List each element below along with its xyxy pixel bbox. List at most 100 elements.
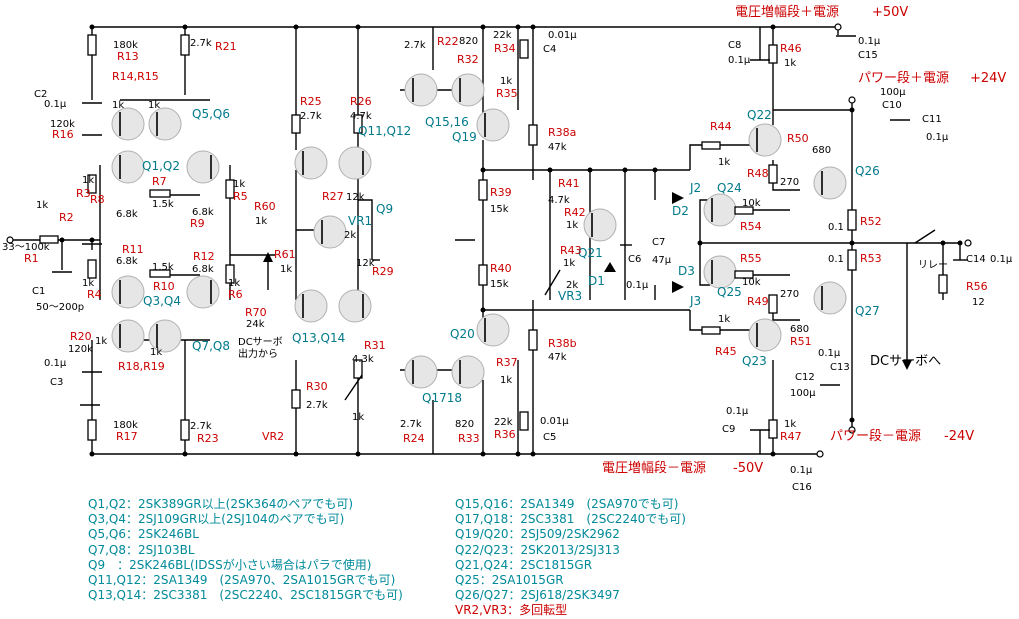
label-r42: R42 (564, 206, 586, 219)
q17-transistor-symbol (404, 355, 438, 389)
label-r6: R6 (228, 288, 243, 301)
label-r20: R20 (70, 330, 92, 343)
parts-line: Q13,Q14：2SC3381 (2SC2240、2SC1815GRでも可) (88, 588, 403, 603)
value-r54: 10k (742, 198, 761, 209)
value-c9: 0.1μ (726, 406, 749, 417)
label-r34: R34 (494, 42, 516, 55)
label-q20: Q20 (450, 327, 475, 341)
label-q1314: Q13,Q14 (292, 331, 345, 345)
value-r47: 1k (784, 419, 796, 430)
label-r9: R9 (190, 217, 205, 230)
label-r1415: R14,R15 (112, 70, 159, 83)
rail-value-vm50: -50V (733, 461, 763, 476)
q4-transistor-symbol (186, 275, 220, 309)
parts-line: Q21,Q24：2SC1815GR (455, 557, 593, 572)
value-r27: 12k (346, 192, 365, 203)
value-r45: 1k (718, 314, 730, 325)
input-impedance-label: 33～100k (2, 242, 50, 253)
label-d2: D2 (672, 204, 689, 218)
q7-transistor-symbol (111, 319, 145, 353)
value-r18: 1k (95, 336, 107, 347)
value-r70: 24k (246, 319, 265, 330)
label-c2: C2 (34, 89, 47, 100)
label-r39: R39 (490, 186, 512, 199)
label-q56: Q5,Q6 (192, 107, 230, 121)
label-c10: C10 (882, 100, 902, 111)
value-r11: 6.8k (116, 256, 138, 267)
label-c16: C16 (792, 482, 812, 493)
q3-transistor-symbol (111, 275, 145, 309)
label-r54: R54 (740, 220, 762, 233)
q14-transistor-symbol (338, 289, 372, 323)
value-r9: 6.8k (192, 207, 214, 218)
label-r25: R25 (300, 95, 322, 108)
value-r34: 22k (493, 30, 512, 41)
q24-transistor-symbol (703, 193, 737, 227)
label-c6: C6 (628, 254, 641, 265)
q22-transistor-symbol (748, 123, 782, 157)
label-q1516: Q15,16 (425, 115, 469, 129)
transistors (111, 73, 847, 389)
q2-transistor-symbol (186, 150, 220, 184)
label-r32: R32 (457, 53, 479, 66)
passive-symbols (39, 34, 968, 441)
value-r44: 1k (718, 157, 730, 168)
parts-line: Q3,Q4：2SJ109GR以上(2SJ104のペアでも可) (88, 512, 345, 527)
value-vr3: 2k (566, 280, 578, 291)
label-r26: R26 (350, 95, 372, 108)
value-r55: 10k (742, 277, 761, 288)
value-r16: 120k (50, 119, 75, 130)
value-r40: 15k (490, 279, 509, 290)
label-r38b: R38b (548, 337, 577, 350)
q25-transistor-symbol (703, 255, 737, 289)
label-q12: Q1,Q2 (142, 159, 180, 173)
junctions (6, 23, 972, 458)
value-r26: 4.7k (350, 111, 372, 122)
label-c14: C14 (966, 254, 986, 265)
q15-transistor-symbol (404, 73, 438, 107)
value-r15: 1k (148, 100, 160, 111)
label-r1: R1 (24, 252, 39, 265)
label-r33: R33 (458, 432, 480, 445)
q13-transistor-symbol (294, 289, 328, 323)
label-q27: Q27 (855, 304, 880, 318)
value-r10: 1.5k (152, 262, 174, 273)
value-r30: 2.7k (306, 400, 328, 411)
label-r7: R7 (152, 175, 167, 188)
label-r22: R22 (437, 35, 459, 48)
label-r8: R8 (90, 193, 105, 206)
parts-line: Q19/Q20：2SJ509/2SK2962 (455, 527, 620, 542)
label-r38a: R38a (548, 126, 576, 139)
value-r5: 1k (233, 179, 245, 190)
dc-servo-input-arrow-head (263, 252, 273, 262)
label-r52: R52 (860, 215, 882, 228)
value-c16: 0.1μ (790, 465, 813, 476)
wires (10, 26, 961, 455)
label-r10: R10 (153, 280, 175, 293)
label-q9: Q9 (376, 202, 393, 216)
q12-transistor-symbol (338, 146, 372, 180)
label-c13: C13 (830, 362, 850, 373)
q20-transistor-symbol (476, 313, 510, 347)
q21-transistor-symbol (583, 208, 617, 242)
rail-label-pm24: パワー段－電源 (830, 429, 921, 444)
value-r43: 1k (563, 258, 575, 269)
value-r38b: 47k (548, 352, 567, 363)
value-r53: 0.1 (828, 254, 844, 265)
label-r56: R56 (966, 280, 988, 293)
value-r33: 820 (455, 419, 474, 430)
q16-transistor-symbol (451, 73, 485, 107)
q11-transistor-symbol (294, 146, 328, 180)
value-r23: 2.7k (190, 421, 212, 432)
label-r13: R13 (117, 50, 139, 63)
q19-transistor-symbol (476, 108, 510, 142)
q8-transistor-symbol (148, 319, 182, 353)
dc-servo-arrow-head (902, 360, 912, 370)
parts-line: Q9 ：2SK246BL(IDSSが小さい場合はパラで使用) (88, 557, 372, 572)
value-r21: 2.7k (190, 38, 212, 49)
label-r24: R24 (403, 432, 425, 445)
value-r3: 1k (82, 175, 94, 186)
value-r12: 6.8k (192, 264, 214, 275)
label-vr2: VR2 (262, 430, 284, 443)
